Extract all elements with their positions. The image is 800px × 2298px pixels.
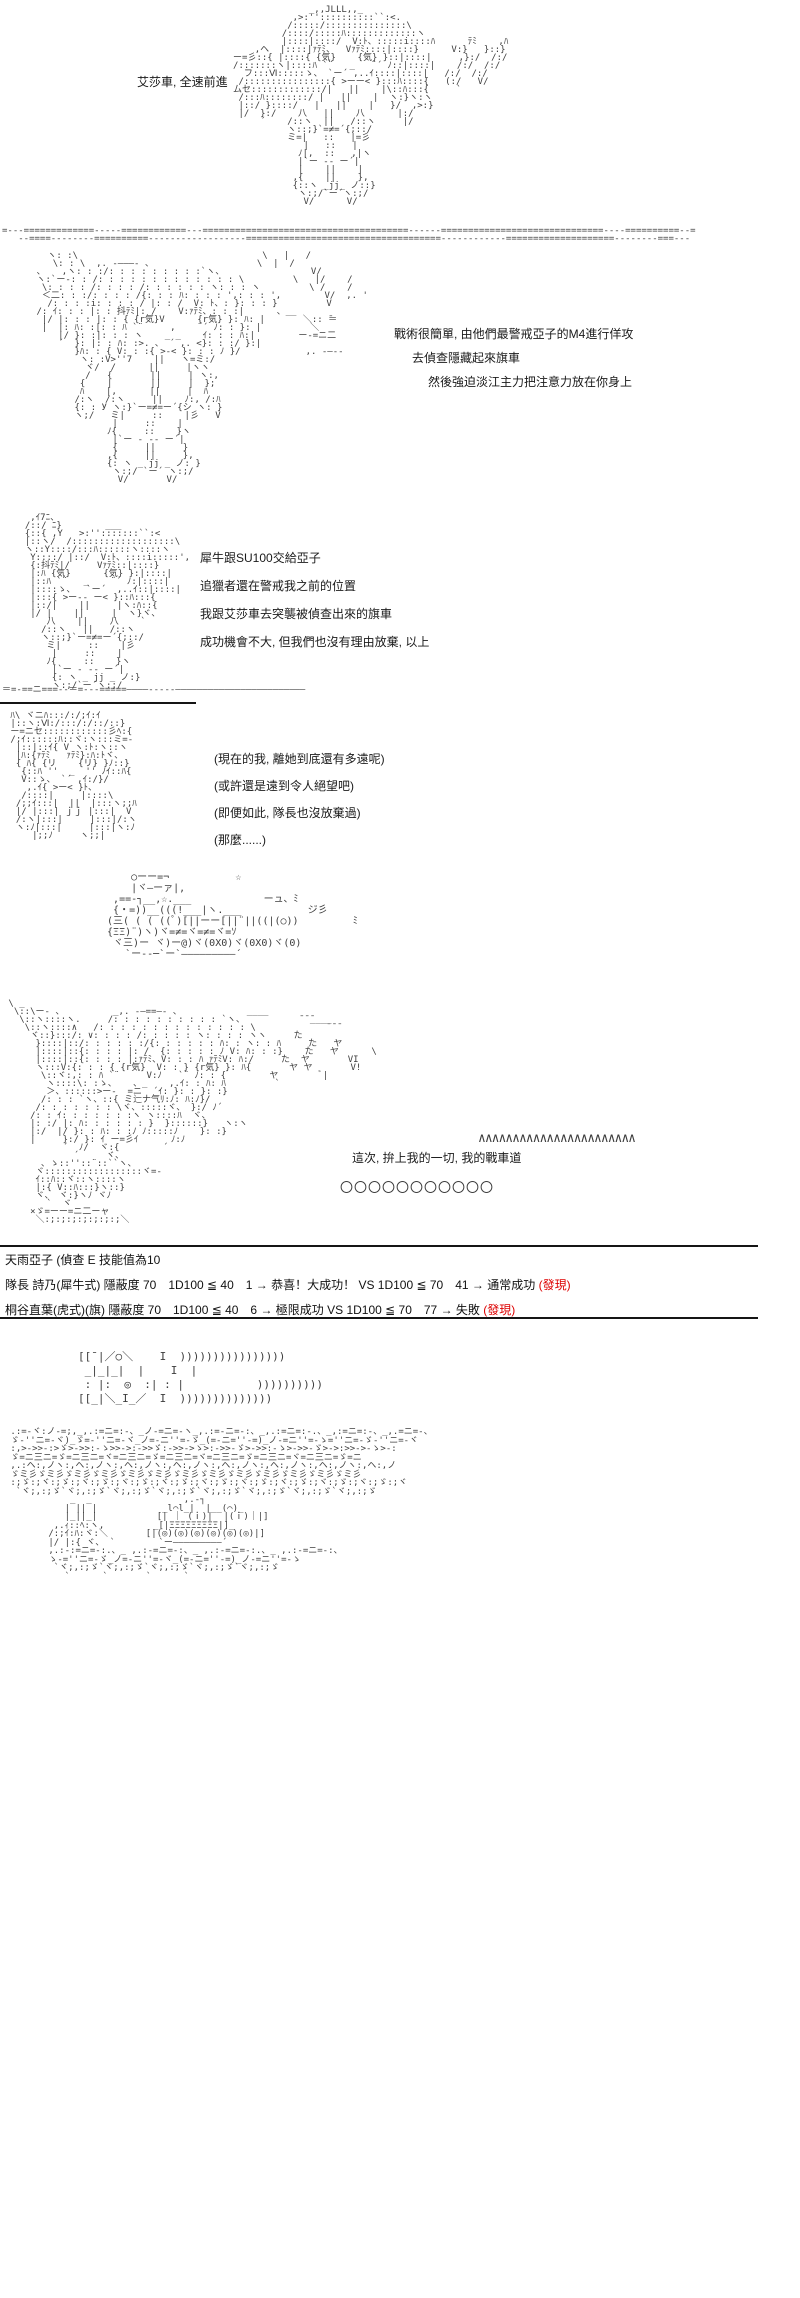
- ascii-art-character-portrait-1: _,,JLLL,,_ ,>:''::::::::::``:<. /:::::/:…: [233, 5, 509, 207]
- dialogue-plan-line-3: 我跟艾莎車去突襲被偵查出來的旗車: [200, 607, 393, 621]
- ascii-art-character-portrait-4: ﾊ\ ヾニﾊ:::/:/;ｲ:ｲ |::ヽ:Ⅵ:/:::/:/::/::} ー=…: [10, 711, 137, 841]
- ascii-art-battle-scene: \ _ \::\ー- 、 _,. -―==―- 、 ____ \::ヽ::::ヽ…: [8, 999, 377, 1225]
- track-wheel-circles: 〇〇〇〇〇〇〇〇〇〇〇: [340, 1181, 495, 1196]
- dialogue-tactics-line-1: 戰術很簡單, 由他們最警戒亞子的M4進行佯攻: [394, 327, 634, 341]
- skill-check-row-2-text: 桐谷直葉(虎式)(旗) 隱蔽度 70 1D100 ≦ 40 6 → 極限成功 V…: [5, 1303, 484, 1317]
- ascii-art-firing-tank: [[¯|／○＼ I )))))))))))))))) _|_|_| | I | …: [78, 1350, 324, 1405]
- skill-check-row-1-text: 隊長 詩乃(犀牛式) 隱蔽度 70 1D100 ≦ 40 1 → 恭喜！大成功！…: [5, 1278, 539, 1292]
- dialogue-plan-line-1: 犀牛跟SU100交給亞子: [200, 551, 321, 565]
- dialogue-advance-order: 艾莎車, 全速前進: [137, 75, 228, 89]
- dialogue-tactics-line-3: 然後強迫淡江主力把注意力放在你身上: [428, 375, 633, 389]
- skill-check-row-1-result: (發現): [538, 1278, 571, 1292]
- dialogue-plan-line-4: 成功機會不大, 但我們也沒有理由放棄, 以上: [200, 635, 430, 649]
- zigzag-speed-line: ∧∧∧∧∧∧∧∧∧∧∧∧∧∧∧∧∧∧∧∧∧∧∧: [478, 1131, 636, 1146]
- skill-check-bottom-rule: [0, 1317, 758, 1319]
- skill-check-header: 天雨亞子 (偵查 E 技能值為10: [5, 1253, 161, 1267]
- skill-check-row-1: 隊長 詩乃(犀牛式) 隱蔽度 70 1D100 ≦ 40 1 → 恭喜！大成功！…: [5, 1276, 571, 1293]
- dialogue-resolve: 這次, 拚上我的一切, 我的戰車道: [352, 1151, 522, 1165]
- dialogue-plan-line-2: 追獵者還在警戒我之前的位置: [200, 579, 357, 593]
- horizontal-rule-1: [0, 702, 196, 704]
- ascii-art-smoke-battlefield: .:=-ヾ:ノ-=;,_,.:=ニ=:-、_ノ-=ニ=-ヽ_,.:=-ニ=-:、…: [10, 1427, 433, 1582]
- dialogue-tactics-line-2: 去偵查隱藏起來旗車: [412, 351, 521, 365]
- ascii-art-character-portrait-3: ,ｲ7ﾆ、 /::/ ﾆ} ___ {::{ ,Y >:'':::::::``:…: [24, 513, 191, 691]
- ascii-scene-divider-2: ＝=-==ニ===--＝=---=====――――-----――――――――――…: [2, 685, 306, 695]
- skill-check-row-2-result: (發現): [483, 1303, 516, 1317]
- ascii-art-tank: ○ーー=¬ ☆ |ヾ―ーァ|, ,==-┐__,☆.___ ーュ、ﾐ {・=))…: [107, 872, 358, 960]
- skill-check-row-2: 桐谷直葉(虎式)(旗) 隱蔽度 70 1D100 ≦ 40 6 → 極限成功 V…: [5, 1301, 515, 1318]
- thought-line-3: (即便如此, 隊長也沒放棄過): [214, 806, 361, 820]
- ascii-art-character-portrait-2: ヽ: :\ \ | / \: : \ ,. -―――- 、 \ | / 、 ,ヽ…: [36, 251, 368, 485]
- thought-line-4: (那麼......): [214, 833, 266, 847]
- thought-line-2: (或許還是遠到令人絕望吧): [214, 779, 354, 793]
- thought-line-1: (現在的我, 離她到底還有多遠呢): [214, 752, 385, 766]
- skill-check-top-rule: [0, 1245, 758, 1247]
- ascii-scene-divider-1: =---=============-----============---===…: [2, 226, 696, 244]
